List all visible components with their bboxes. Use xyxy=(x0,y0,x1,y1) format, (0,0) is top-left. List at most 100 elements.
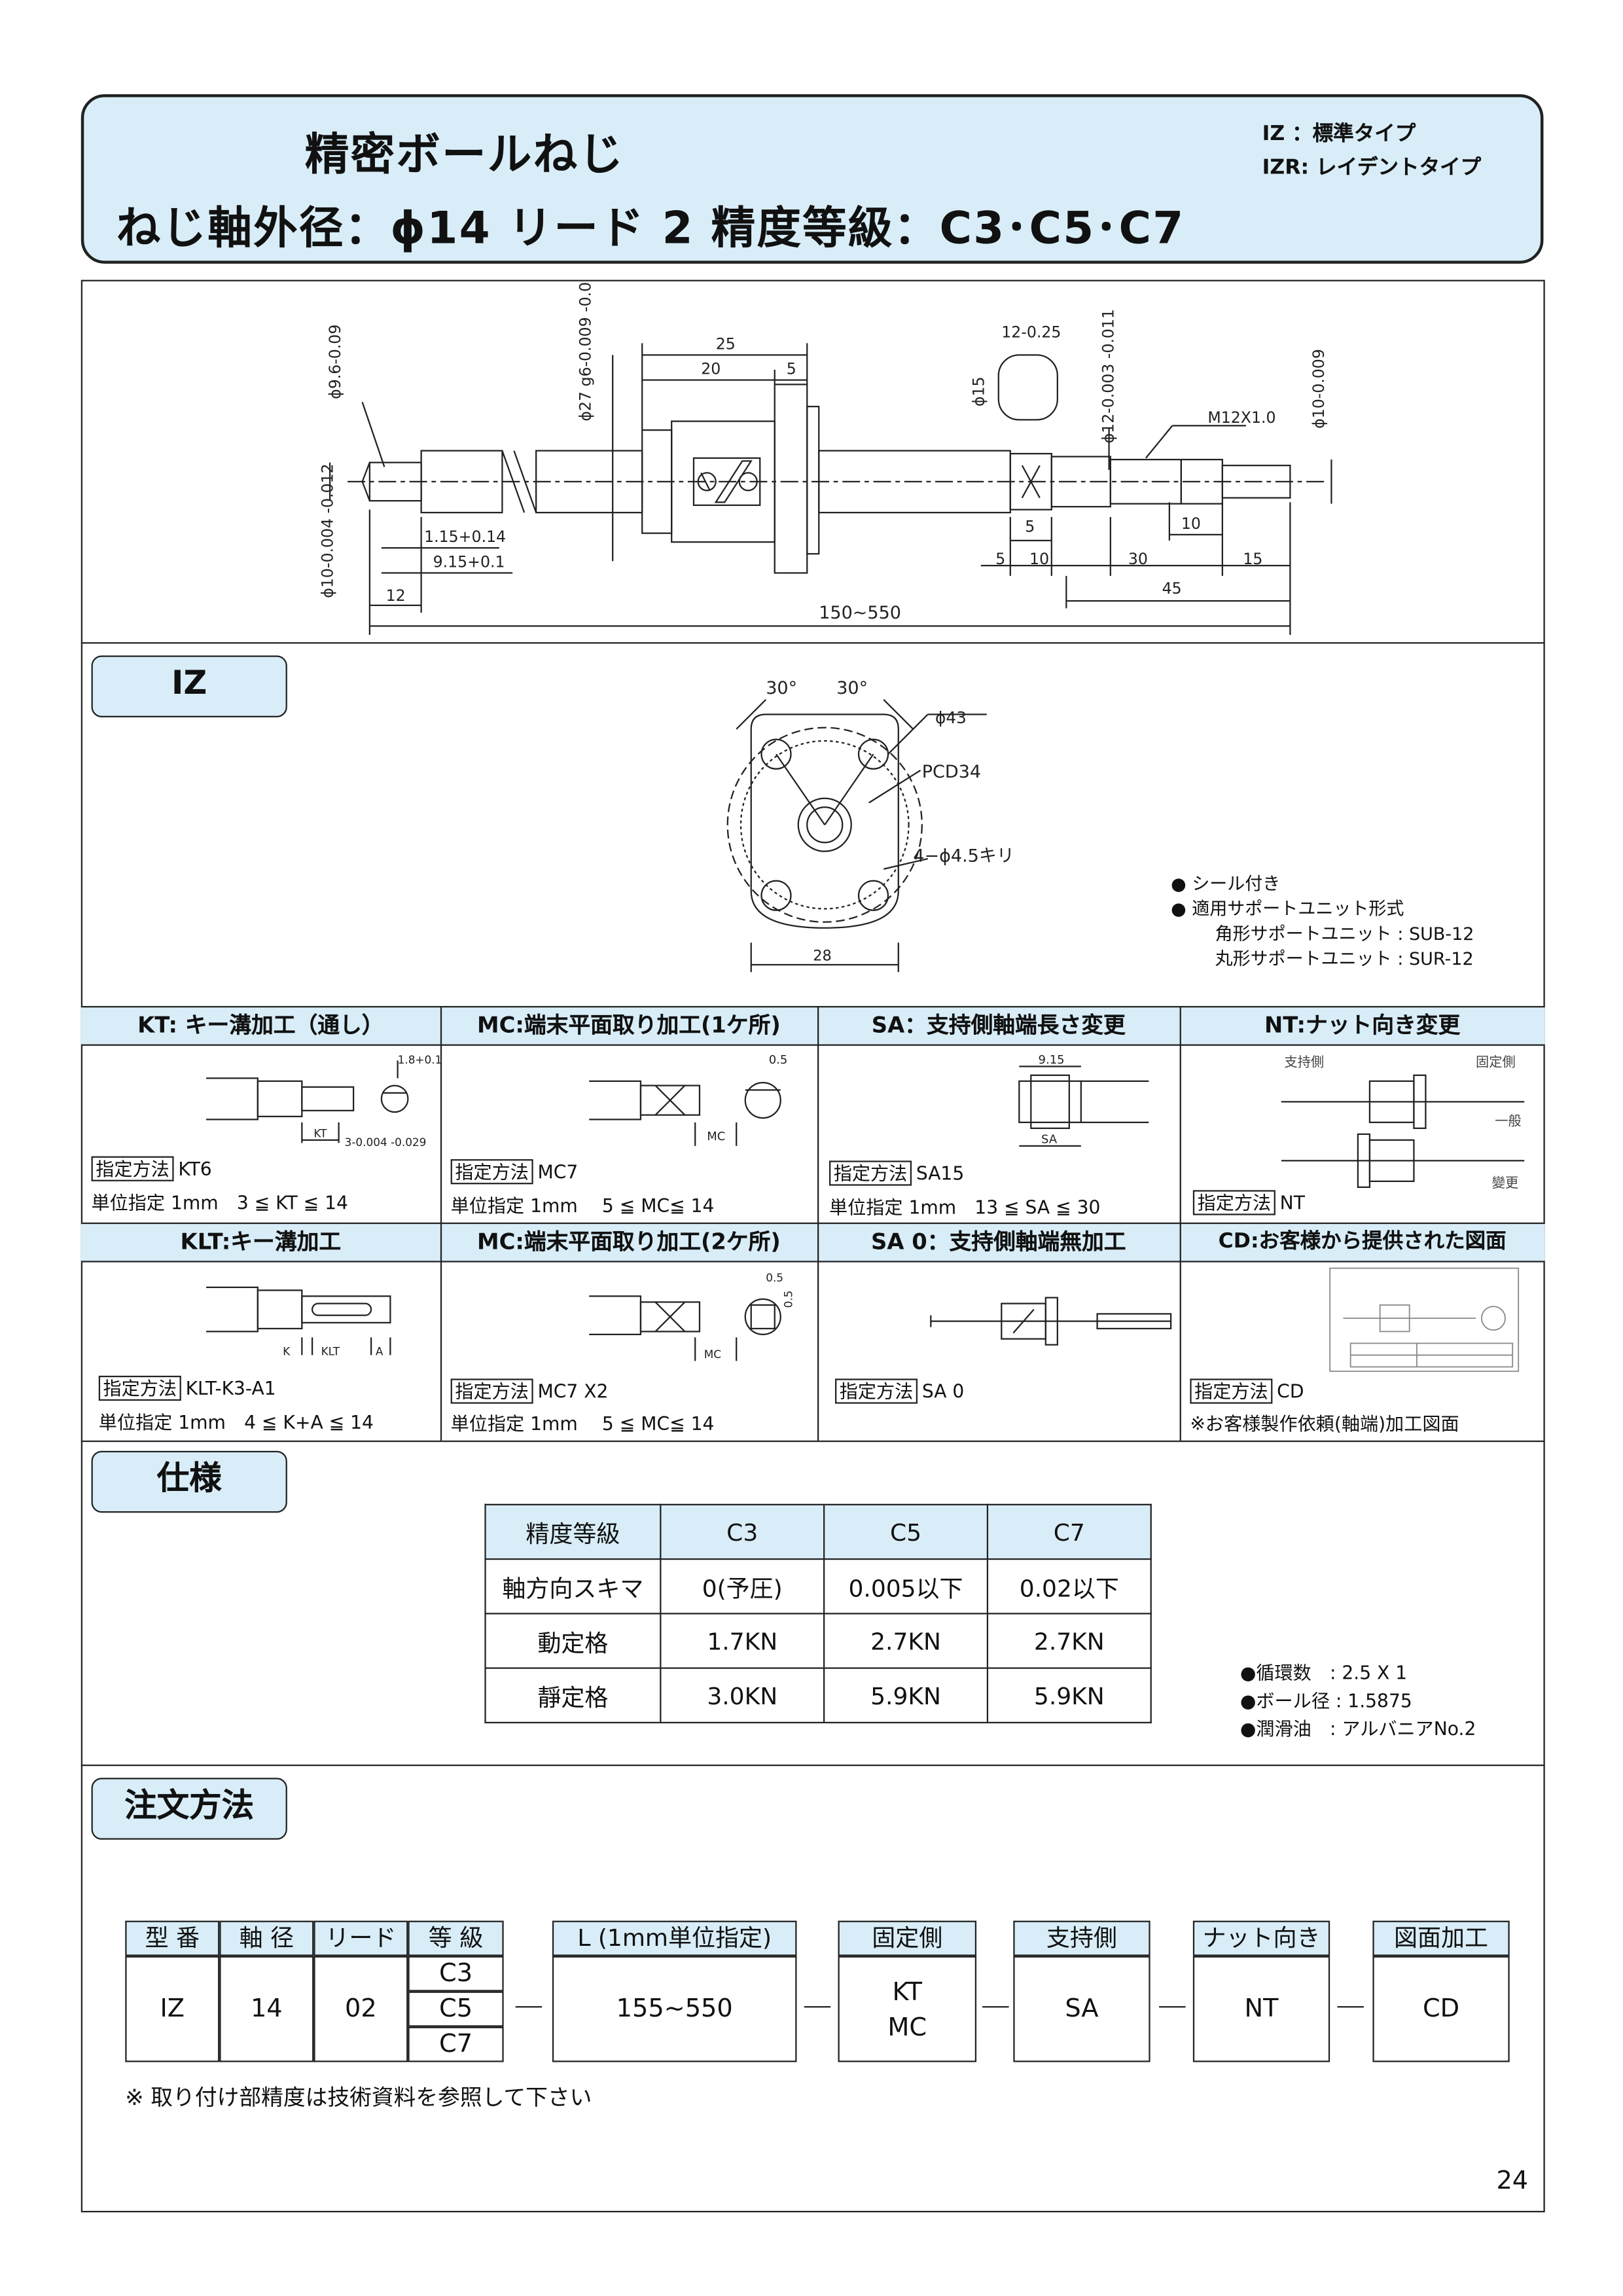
order-dash xyxy=(1159,2006,1186,2008)
order-v-fixed: KT MC xyxy=(838,1956,977,2062)
option-sa0-title: SA 0：支持側軸端無加工 xyxy=(871,1228,1126,1255)
spec-method-label: 指定方法 xyxy=(835,1378,918,1404)
option-klt-title: KLT:キー溝加工 xyxy=(180,1228,342,1255)
dim-d15: ϕ15 xyxy=(969,376,988,406)
spec-tag: 仕様 xyxy=(91,1450,287,1513)
option-sa-title: SA：支持側軸端長さ変更 xyxy=(871,1012,1126,1039)
dim-d10l: ϕ10-0.004 -0.012 xyxy=(319,463,337,598)
title-banner: 精密ボールねじ ねじ軸外径：ϕ14 リード 2 精度等級：C3･C5･C7 IZ… xyxy=(80,94,1544,264)
spec-method-label: 指定方法 xyxy=(450,1378,533,1404)
sa-rule: 単位指定 1mm 13 ≦ SA ≦ 30 xyxy=(829,1196,1101,1219)
sa-dim-sa: SA xyxy=(1041,1132,1058,1146)
nt-sketch: 支持側 固定側 一般 變更 xyxy=(1281,1054,1525,1191)
spec-method-label: 指定方法 xyxy=(1192,1190,1275,1215)
mc2-sketch: 0.5 0.5 MC xyxy=(589,1271,795,1361)
order-grade-c3: C3 xyxy=(408,1956,504,1992)
option-mc2-title: MC:端末平面取り加工(2ケ所) xyxy=(477,1228,781,1255)
dim-total: 150~550 xyxy=(819,603,901,623)
spec-row: 動定格 1.7KN 2.7KN 2.7KN xyxy=(484,1613,1152,1669)
mc2-code: MC7 X2 xyxy=(537,1380,609,1403)
nut-flange-drawing: 30° 30° ϕ43 PCD34 4−ϕ4.5キリ 28 xyxy=(726,678,1014,973)
option-cd-title: CD:お客様から提供された図面 xyxy=(1218,1230,1507,1254)
kt-code: KT6 xyxy=(178,1157,212,1180)
sa-code: SA15 xyxy=(916,1162,965,1185)
spec-cell: 靜定格 xyxy=(484,1667,662,1724)
dim-d10r: ϕ10-0.009 xyxy=(1310,349,1328,429)
divider xyxy=(440,1006,442,1441)
dim-15: 15 xyxy=(1243,550,1262,568)
dim-5: 5 xyxy=(787,360,796,378)
sa0-sketch xyxy=(930,1297,1172,1346)
dim-d-nut: ϕ27 g6-0.009 -0.025 xyxy=(576,281,594,422)
order-h-nut: ナット向き xyxy=(1192,1920,1330,1956)
option-mc1-title: MC:端末平面取り加工(1ケ所) xyxy=(477,1012,781,1039)
dim-10b: 10 xyxy=(1029,550,1049,568)
spec-cell: 0(予圧) xyxy=(660,1558,825,1615)
spec-cell: 1.7KN xyxy=(660,1613,825,1669)
spec-header-cell: C7 xyxy=(986,1503,1152,1560)
order-h-fixed: 固定側 xyxy=(838,1920,977,1956)
bullet-circuits: ●循環数 : 2.5 X 1 xyxy=(1240,1661,1408,1684)
order-dash xyxy=(1337,2006,1364,2008)
mc2-dim-05a: 0.5 xyxy=(766,1271,783,1284)
bullet-lubricant: ●潤滑油 : アルバニアNo.2 xyxy=(1240,1717,1476,1740)
klt-dim-a: A xyxy=(376,1344,383,1357)
spec-row: 靜定格 3.0KN 5.9KN 5.9KN xyxy=(484,1667,1152,1724)
dim-28: 28 xyxy=(813,947,832,964)
divider xyxy=(817,1006,819,1441)
dim-d43: ϕ43 xyxy=(935,708,967,727)
mc2-dim-05b: 0.5 xyxy=(782,1291,795,1308)
spec-header-cell: C3 xyxy=(660,1503,825,1560)
mc2-rule: 単位指定 1mm 5 ≦ MC≦ 14 xyxy=(450,1412,715,1435)
dim-10a: 10 xyxy=(1181,514,1201,533)
option-kt-title: KT: キー溝加工（通し） xyxy=(137,1012,384,1039)
order-h-grade: 等 級 xyxy=(408,1920,504,1956)
order-v-length: 155~550 xyxy=(552,1956,797,2062)
spec-cell: 5.9KN xyxy=(986,1667,1152,1724)
dim-9-15: 9.15+0.1 xyxy=(433,552,505,571)
nt-code: NT xyxy=(1279,1191,1305,1214)
spec-cell: 5.9KN xyxy=(823,1667,989,1724)
order-dash xyxy=(804,2006,831,2008)
order-fixed-mc: MC xyxy=(887,2013,927,2043)
klt-dim-k: K xyxy=(283,1344,291,1357)
order-h-lead: リード xyxy=(313,1920,408,1956)
mc1-code: MC7 xyxy=(537,1160,579,1183)
dim-20: 20 xyxy=(701,360,721,378)
type-iz-note: IZ ：標準タイプ xyxy=(1262,122,1416,146)
kt-dim-tol: 3-0.004 -0.029 xyxy=(345,1136,427,1149)
order-h-drawing: 図面加工 xyxy=(1372,1920,1510,1956)
order-note: ※ 取り付け部精度は技術資料を参照して下さい xyxy=(125,2084,592,2111)
divider xyxy=(80,642,1545,644)
order-v-lead: 02 xyxy=(313,1956,408,2062)
divider xyxy=(80,1440,1545,1443)
order-v-support: SA xyxy=(1013,1956,1150,2062)
note-support: ● 適用サポートユニット形式 xyxy=(1171,898,1404,920)
mc1-dim-mc: MC xyxy=(707,1130,725,1143)
page-subtitle: ねじ軸外径：ϕ14 リード 2 精度等級：C3･C5･C7 xyxy=(116,203,1185,255)
page-title: 精密ボールねじ xyxy=(304,130,625,181)
order-h-dia: 軸 径 xyxy=(219,1920,314,1956)
dim-holes: 4−ϕ4.5キリ xyxy=(913,846,1014,867)
order-h-support: 支持側 xyxy=(1013,1920,1150,1956)
spec-method-label: 指定方法 xyxy=(450,1159,533,1185)
dim-45: 45 xyxy=(1162,579,1182,598)
dim-30: 30 xyxy=(1128,550,1148,568)
spec-method-label: 指定方法 xyxy=(91,1156,174,1181)
page-number: 24 xyxy=(1496,2166,1529,2197)
dim-d12: ϕ12-0.003 -0.011 xyxy=(1099,309,1117,443)
spec-header-row: 精度等級 C3 C5 C7 xyxy=(484,1503,1152,1560)
klt-rule: 単位指定 1mm 4 ≦ K+A ≦ 14 xyxy=(98,1410,374,1433)
spec-method-label: 指定方法 xyxy=(829,1160,912,1186)
dim-pcd: PCD34 xyxy=(922,762,981,782)
cd-code: CD xyxy=(1277,1380,1304,1403)
divider xyxy=(1179,1006,1181,1441)
iz-notes: ● シール付き ● 適用サポートユニット形式 角形サポートユニット : SUB-… xyxy=(1171,872,1474,972)
mc1-rule: 単位指定 1mm 5 ≦ MC≦ 14 xyxy=(450,1194,715,1217)
spec-cell: 0.02以下 xyxy=(986,1558,1152,1615)
support-square: 角形サポートユニット : SUB-12 xyxy=(1215,924,1474,944)
klt-sketch: K KLT A xyxy=(206,1286,391,1357)
